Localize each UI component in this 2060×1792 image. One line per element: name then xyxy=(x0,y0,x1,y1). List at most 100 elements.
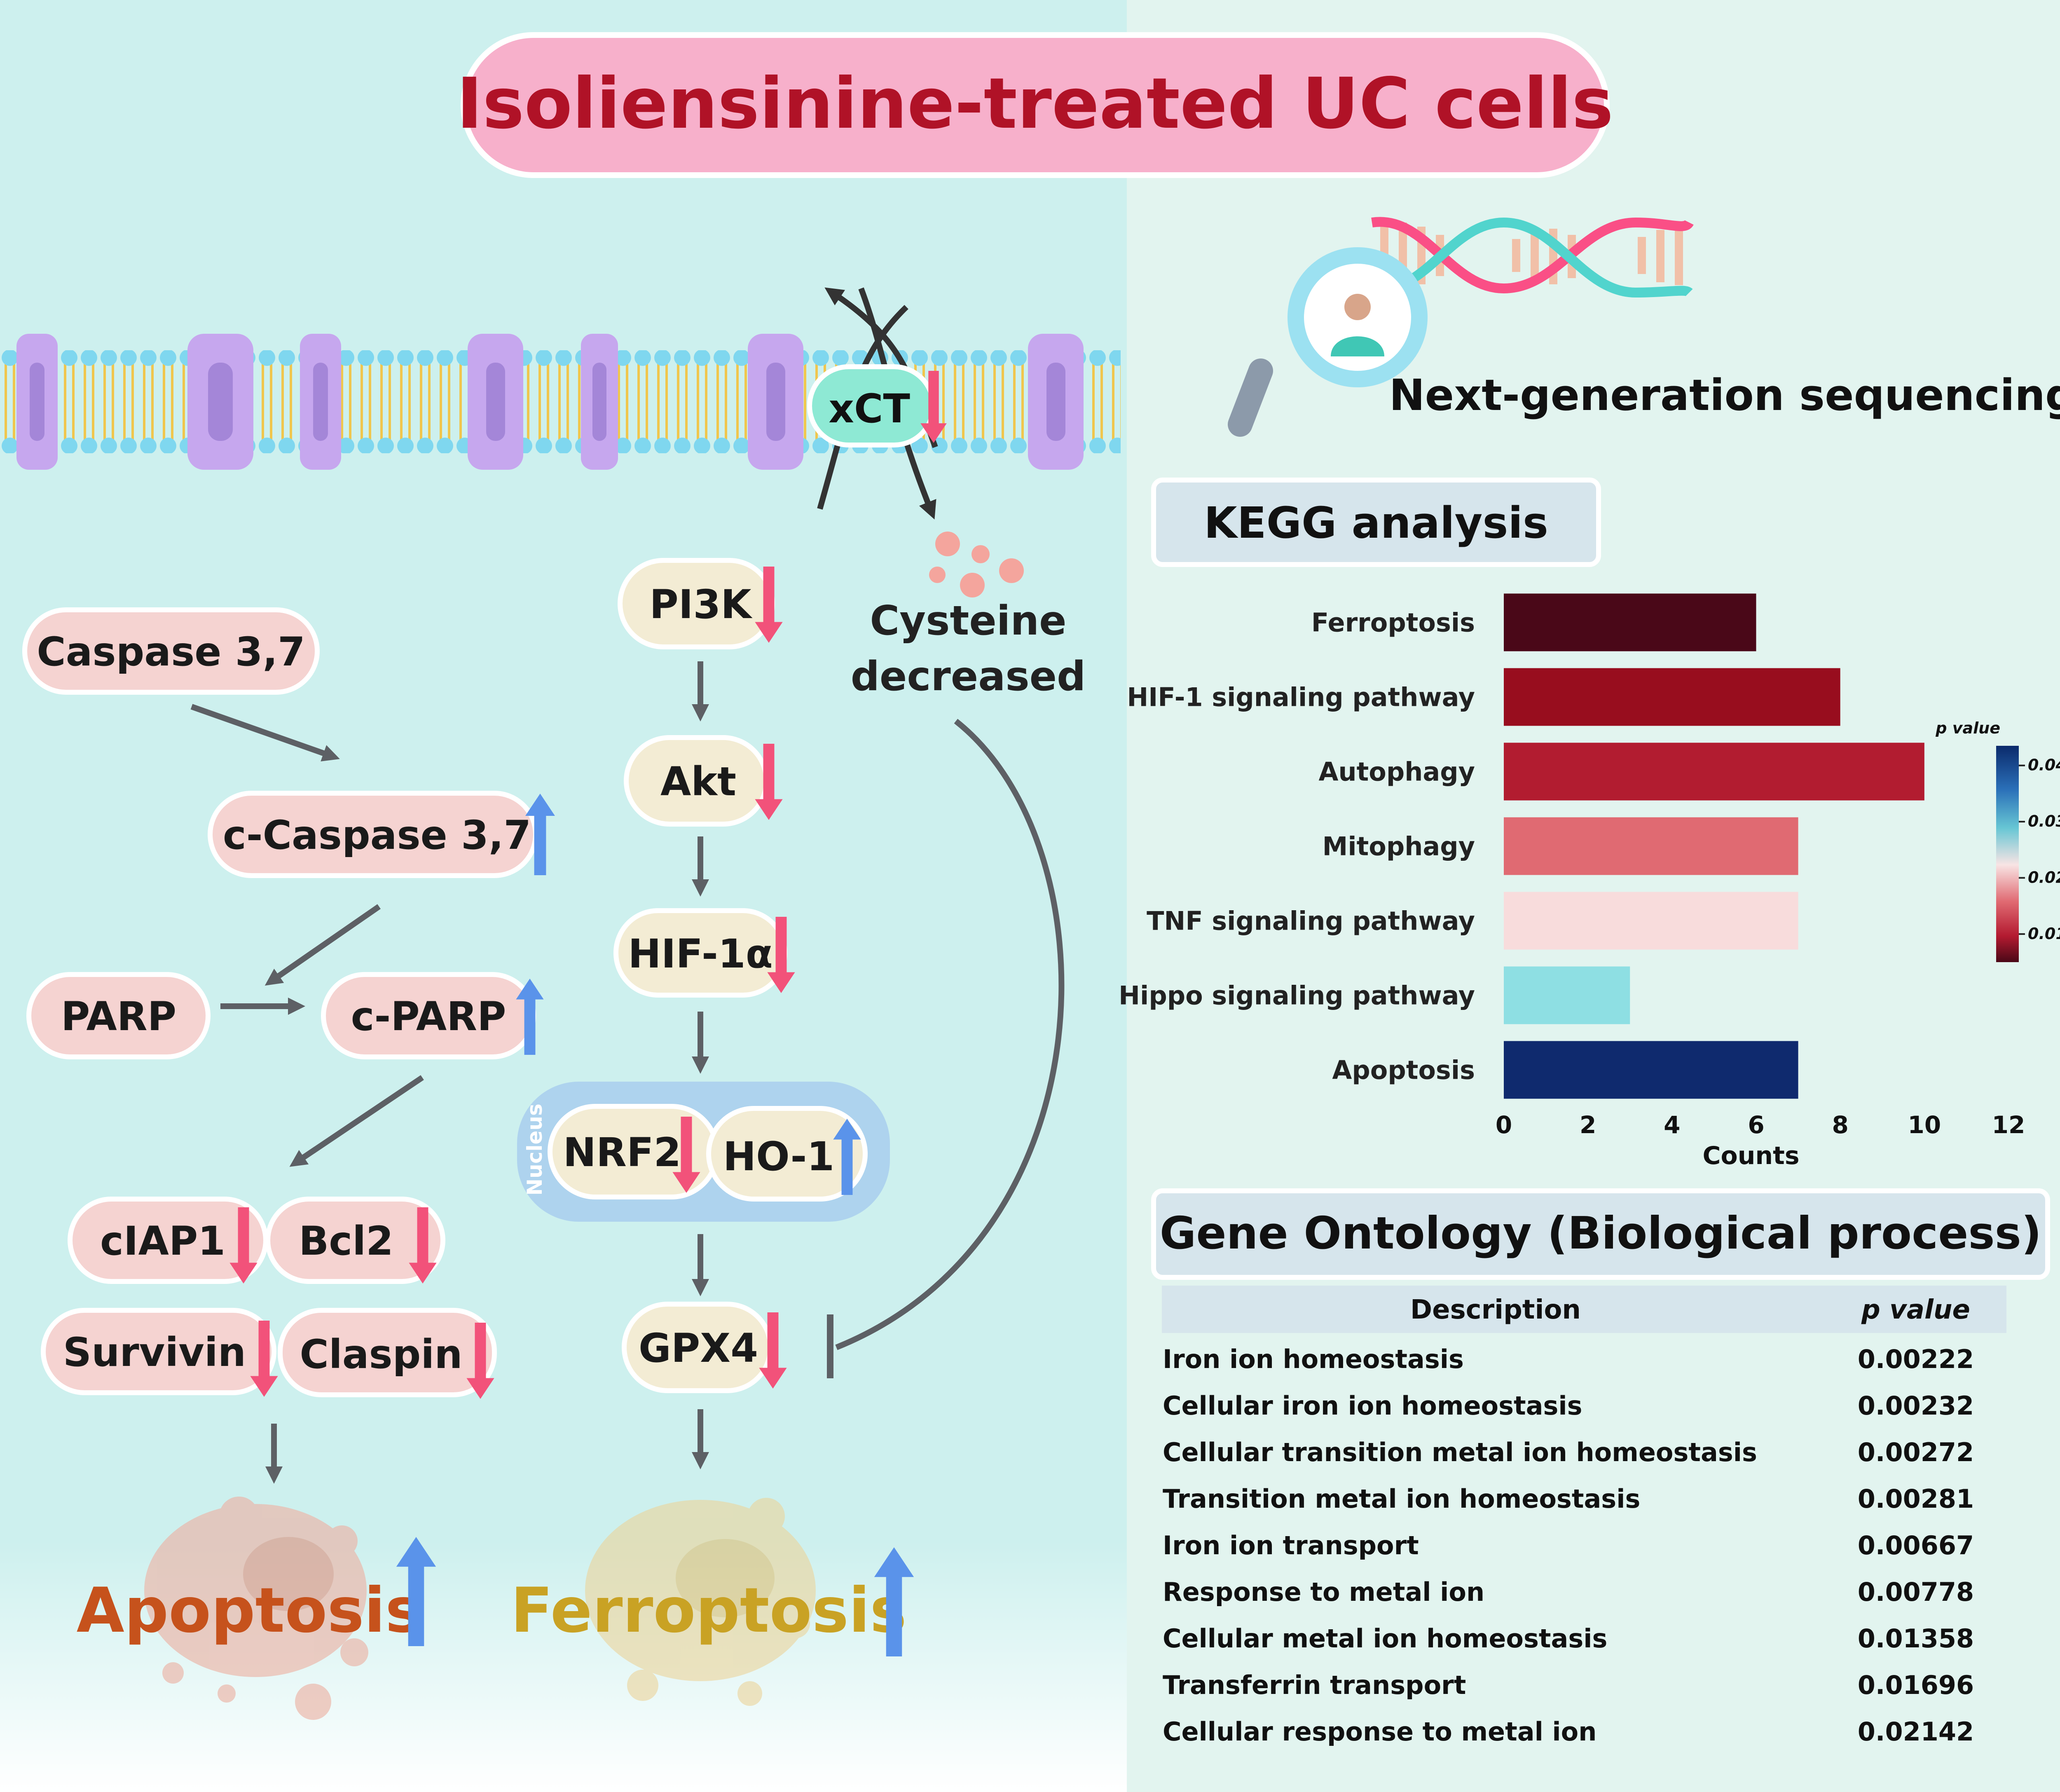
legend-tick-label: 0.01 xyxy=(2028,925,2060,943)
bar xyxy=(1504,668,1840,726)
x-tick-label: 4 xyxy=(1664,1111,1680,1139)
cysteine-particles xyxy=(929,532,1024,597)
xct-label: xCT xyxy=(829,386,910,432)
category-label: Ferroptosis xyxy=(1311,608,1475,638)
apoptosis-outcome: Apoptosis xyxy=(77,1575,422,1647)
membrane-protein xyxy=(1028,334,1084,470)
bar xyxy=(1504,1041,1798,1099)
go-pvalue: 0.02142 xyxy=(1858,1717,1974,1747)
ho1-label: HO-1 xyxy=(723,1134,834,1180)
x-tick-label: 0 xyxy=(1496,1111,1512,1139)
go-pvalue: 0.00222 xyxy=(1858,1344,1974,1374)
table-row: Cellular response to metal ion 0.02142 xyxy=(1163,1717,1974,1747)
ferroptosis-outcome: Ferroptosis xyxy=(510,1575,906,1647)
survivin-label: Survivin xyxy=(63,1329,246,1375)
ferroptosis-pathway: PI3K Akt HIF-1α Nucleus NRF2 HO-1 GPX4 xyxy=(510,558,914,1706)
go-description: Cellular transition metal ion homeostasi… xyxy=(1163,1437,1757,1467)
go-title: Gene Ontology (Biological process) xyxy=(1160,1208,2042,1259)
cysteine-label-2: decreased xyxy=(851,653,1086,700)
category-label: Autophagy xyxy=(1318,757,1475,787)
go-col-pvalue: p value xyxy=(1861,1295,1970,1325)
category-label: Mitophagy xyxy=(1323,832,1475,862)
ngs-label: Next-generation sequencing xyxy=(1389,370,2060,420)
nucleus-label: Nucleus xyxy=(523,1103,547,1196)
table-row: Cellular transition metal ion homeostasi… xyxy=(1163,1437,1974,1467)
parp-label: PARP xyxy=(61,993,176,1040)
go-description: Iron ion transport xyxy=(1163,1530,1419,1560)
membrane-protein xyxy=(468,334,523,470)
caspase-label: Caspase 3,7 xyxy=(37,629,305,675)
title-banner: Isoliensinine-treated UC cells xyxy=(456,32,1613,178)
x-tick-label: 12 xyxy=(1992,1111,2025,1139)
magnifier-icon xyxy=(1228,247,1428,437)
ferroptosis-splash xyxy=(585,1498,816,1706)
table-row: Response to metal ion 0.00778 xyxy=(1163,1577,1974,1607)
apoptosis-pathway: Caspase 3,7 c-Caspase 3,7 PARP c-PARP cI… xyxy=(22,607,555,1720)
kegg-title: KEGG analysis xyxy=(1204,498,1548,548)
category-label: Apoptosis xyxy=(1332,1055,1475,1085)
table-row: Iron ion transport 0.00667 xyxy=(1163,1530,1974,1560)
legend-tick-label: 0.03 xyxy=(2028,812,2060,830)
cell-membrane xyxy=(0,334,1121,470)
table-row: Cellular iron ion homeostasis 0.00232 xyxy=(1163,1391,1974,1421)
go-description: Response to metal ion xyxy=(1163,1577,1484,1607)
table-row: Iron ion homeostasis 0.00222 xyxy=(1163,1344,1974,1374)
go-description: Transferrin transport xyxy=(1163,1670,1466,1700)
go-description: Cellular iron ion homeostasis xyxy=(1163,1391,1582,1421)
x-tick-label: 8 xyxy=(1832,1111,1848,1139)
c-caspase-label: c-Caspase 3,7 xyxy=(223,812,531,858)
go-description: Cellular response to metal ion xyxy=(1163,1717,1596,1747)
category-label: Hippo signaling pathway xyxy=(1119,981,1475,1011)
cysteine-label: Cysteine xyxy=(870,597,1066,644)
x-tick-label: 2 xyxy=(1580,1111,1596,1139)
go-pvalue: 0.00272 xyxy=(1858,1437,1974,1467)
x-tick-label: 6 xyxy=(1748,1111,1764,1139)
legend-tick-label: 0.04 xyxy=(2028,756,2060,774)
claspin-label: Claspin xyxy=(300,1331,462,1377)
table-row: Transferrin transport 0.01696 xyxy=(1163,1670,1974,1700)
legend-tick-label: 0.02 xyxy=(2028,868,2060,886)
legend-colorbar xyxy=(1996,746,2019,962)
pvalue-legend: p value 0.04 0.03 0.02 0.01 xyxy=(1935,719,2060,962)
go-pvalue: 0.01358 xyxy=(1858,1623,1974,1654)
go-pvalue: 0.00667 xyxy=(1858,1530,1974,1560)
x-tick-label: 10 xyxy=(1908,1111,1941,1139)
gpx4-label: GPX4 xyxy=(639,1325,758,1371)
page-title: Isoliensinine-treated UC cells xyxy=(456,63,1613,145)
category-label: TNF signaling pathway xyxy=(1147,906,1475,936)
bar xyxy=(1504,892,1798,950)
membrane-protein xyxy=(16,334,58,470)
inhibition-curve xyxy=(835,719,1065,1350)
bcl2-label: Bcl2 xyxy=(299,1218,393,1264)
bar xyxy=(1504,593,1756,651)
go-description: Iron ion homeostasis xyxy=(1163,1344,1464,1374)
left-panel-background xyxy=(0,0,1127,1792)
bar xyxy=(1504,817,1798,875)
bar xyxy=(1504,743,1924,801)
akt-label: Akt xyxy=(660,759,736,805)
go-pvalue: 0.00232 xyxy=(1858,1391,1974,1421)
membrane-protein xyxy=(748,334,803,470)
bar xyxy=(1504,966,1630,1024)
category-label: HIF-1 signaling pathway xyxy=(1127,682,1475,712)
membrane-protein xyxy=(581,334,618,470)
go-description: Transition metal ion homeostasis xyxy=(1163,1484,1640,1514)
xct-transporter: xCT xyxy=(807,287,947,520)
pi3k-label: PI3K xyxy=(649,581,753,628)
membrane-protein xyxy=(300,334,341,470)
lipid-bilayer xyxy=(0,350,1121,453)
ciap1-label: cIAP1 xyxy=(100,1218,225,1264)
apoptosis-splash xyxy=(144,1497,368,1720)
go-pvalue: 0.00778 xyxy=(1858,1577,1974,1607)
kegg-xlabel: Counts xyxy=(1702,1141,1799,1170)
hif-label: HIF-1α xyxy=(628,931,772,977)
go-col-description: Description xyxy=(1410,1295,1581,1325)
legend-title: p value xyxy=(1935,719,2000,737)
go-pvalue: 0.01696 xyxy=(1858,1670,1974,1700)
c-parp-label: c-PARP xyxy=(351,993,506,1040)
membrane-protein xyxy=(187,334,253,470)
